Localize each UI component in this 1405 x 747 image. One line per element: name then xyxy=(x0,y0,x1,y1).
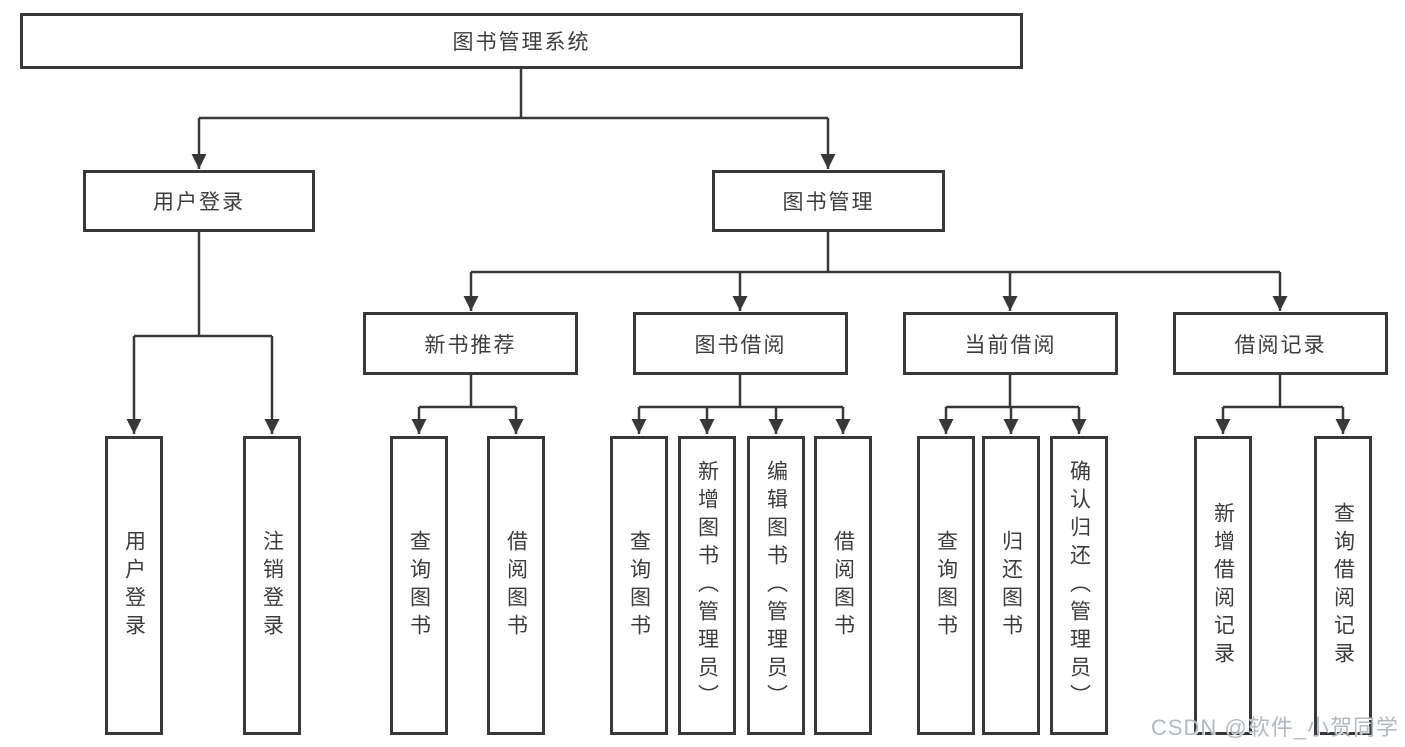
node-label: 新增借阅记录 xyxy=(1211,501,1235,670)
node-label: 查询图书 xyxy=(627,529,651,642)
node-leaf-user-login: 用户登录 xyxy=(105,436,163,735)
node-leaf-borrow-books-bb: 借阅图书 xyxy=(814,436,872,735)
node-book-management: 图书管理 xyxy=(712,170,945,232)
node-label: 当前借阅 xyxy=(964,333,1057,357)
node-label: 图书管理系统 xyxy=(452,31,591,54)
node-label: 借阅记录 xyxy=(1234,333,1327,357)
node-new-book-recommendation: 新书推荐 xyxy=(363,312,578,375)
node-label: 查询图书 xyxy=(407,529,431,642)
node-label: 借阅图书 xyxy=(504,529,528,642)
node-leaf-add-borrow-record: 新增借阅记录 xyxy=(1194,436,1252,735)
node-leaf-query-books-nb: 查询图书 xyxy=(390,436,448,735)
node-leaf-query-borrow-record: 查询借阅记录 xyxy=(1314,436,1372,735)
node-label: 查询图书 xyxy=(934,529,958,642)
node-label: 编辑图书（管理员） xyxy=(764,459,788,712)
node-leaf-logout: 注销登录 xyxy=(243,436,301,735)
node-label: 注销登录 xyxy=(260,529,284,642)
node-label: 确认归还（管理员） xyxy=(1067,459,1091,712)
node-leaf-borrow-books-nb: 借阅图书 xyxy=(487,436,545,735)
node-leaf-query-books-cb: 查询图书 xyxy=(917,436,975,735)
csdn-watermark: CSDN @软件_小贺同学 xyxy=(1150,715,1399,740)
node-leaf-confirm-return-admin: 确认归还（管理员） xyxy=(1050,436,1108,735)
node-label: 借阅图书 xyxy=(831,529,855,642)
node-label: 图书管理 xyxy=(782,191,875,214)
node-user-login: 用户登录 xyxy=(83,170,315,232)
node-label: 图书借阅 xyxy=(694,333,787,357)
node-label: 新增图书（管理员） xyxy=(695,459,719,712)
node-label: 归还图书 xyxy=(999,529,1023,642)
node-leaf-query-books-bb: 查询图书 xyxy=(610,436,668,735)
node-label: 查询借阅记录 xyxy=(1331,501,1355,670)
node-leaf-return-book: 归还图书 xyxy=(982,436,1040,735)
node-current-borrowing: 当前借阅 xyxy=(903,312,1118,375)
node-label: 用户登录 xyxy=(122,529,146,642)
node-label: 用户登录 xyxy=(153,191,245,214)
node-label: 新书推荐 xyxy=(424,333,517,357)
node-borrowing-records: 借阅记录 xyxy=(1173,312,1388,375)
node-book-borrowing: 图书借阅 xyxy=(633,312,848,375)
node-leaf-edit-book-admin: 编辑图书（管理员） xyxy=(747,436,805,735)
node-leaf-add-book-admin: 新增图书（管理员） xyxy=(678,436,736,735)
node-library-management-system: 图书管理系统 xyxy=(20,13,1023,69)
